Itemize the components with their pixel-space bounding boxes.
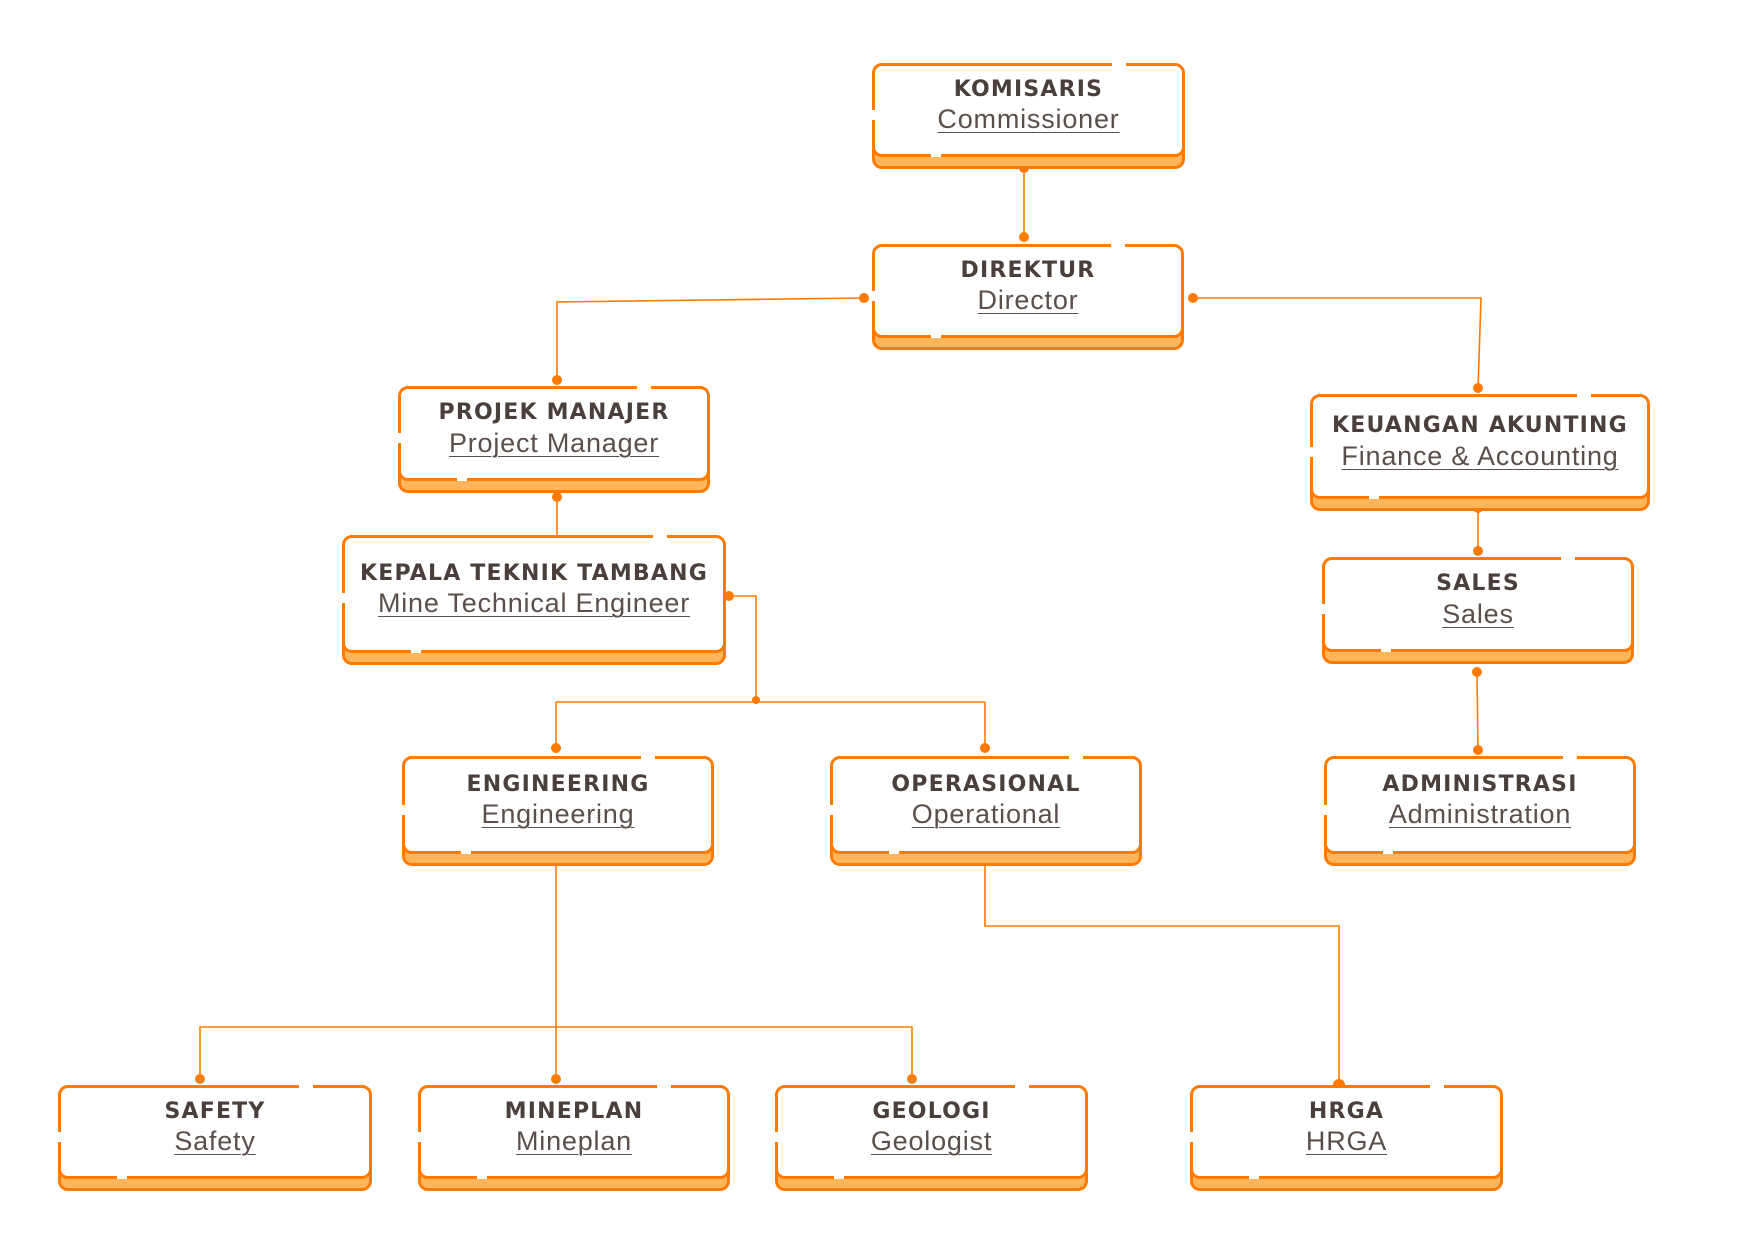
node-title: GEOLOGI bbox=[872, 1098, 991, 1124]
connector-dot bbox=[980, 743, 990, 753]
node-title: PROJEK MANAJER bbox=[438, 400, 670, 426]
connector-dot bbox=[1473, 383, 1483, 393]
node-card: OPERASIONAL Operational bbox=[830, 756, 1142, 854]
node-title: KOMISARIS bbox=[953, 76, 1104, 102]
connector-dot bbox=[752, 696, 760, 704]
connector-sales-administrasi bbox=[1476, 672, 1479, 752]
connector-dot bbox=[551, 1074, 561, 1084]
node-subtitle: Sales bbox=[1442, 598, 1514, 629]
connector-dot bbox=[859, 293, 869, 303]
node-komisaris[interactable]: KOMISARIS Commissioner bbox=[872, 63, 1185, 169]
node-card: ADMINISTRASI Administration bbox=[1324, 756, 1636, 854]
node-title: OPERASIONAL bbox=[891, 771, 1081, 797]
node-title: KEPALA TEKNIK TAMBANG bbox=[360, 560, 708, 586]
node-sales[interactable]: SALES Sales bbox=[1322, 557, 1634, 664]
connector-kepala-engineering bbox=[555, 701, 986, 749]
node-projek-manajer[interactable]: PROJEK MANAJER Project Manager bbox=[398, 386, 710, 493]
node-title: SAFETY bbox=[164, 1098, 266, 1124]
connector-kepala-branch bbox=[728, 595, 757, 702]
node-subtitle: Geologist bbox=[870, 1126, 993, 1157]
node-title: KEUANGAN AKUNTING bbox=[1332, 413, 1628, 439]
node-subtitle: Engineering bbox=[481, 799, 635, 830]
node-card: KEPALA TEKNIK TAMBANG Mine Technical Eng… bbox=[342, 535, 726, 653]
connector-dot bbox=[1473, 745, 1483, 755]
node-card: ENGINEERING Engineering bbox=[402, 756, 714, 854]
node-hrga[interactable]: HRGA HRGA bbox=[1190, 1085, 1503, 1191]
connector-dot bbox=[1019, 232, 1029, 242]
node-title: DIREKTUR bbox=[960, 257, 1096, 283]
node-subtitle: Mine Technical Engineer bbox=[377, 588, 691, 619]
node-direktur[interactable]: DIREKTUR Director bbox=[872, 244, 1184, 350]
node-keuangan-akunting[interactable]: KEUANGAN AKUNTING Finance & Accounting bbox=[1310, 394, 1650, 511]
node-card: DIREKTUR Director bbox=[872, 244, 1184, 338]
node-card: KOMISARIS Commissioner bbox=[872, 63, 1185, 157]
node-subtitle: HRGA bbox=[1305, 1126, 1388, 1157]
connector-dot bbox=[551, 743, 561, 753]
connector-dot bbox=[552, 375, 562, 385]
node-card: SAFETY Safety bbox=[58, 1085, 372, 1179]
node-kepala-teknik-tambang[interactable]: KEPALA TEKNIK TAMBANG Mine Technical Eng… bbox=[342, 535, 726, 665]
node-geologi[interactable]: GEOLOGI Geologist bbox=[775, 1085, 1088, 1191]
node-subtitle: Finance & Accounting bbox=[1341, 440, 1619, 471]
node-subtitle: Operational bbox=[911, 799, 1061, 830]
node-title: SALES bbox=[1436, 571, 1520, 597]
node-subtitle: Director bbox=[977, 285, 1079, 316]
connector-dot bbox=[1472, 667, 1482, 677]
connector-dot bbox=[1188, 293, 1198, 303]
node-title: ADMINISTRASI bbox=[1382, 771, 1578, 797]
connector-direktur-projek-manajer bbox=[556, 297, 863, 380]
node-subtitle: Safety bbox=[174, 1126, 256, 1157]
connector-dot bbox=[907, 1074, 917, 1084]
node-subtitle: Mineplan bbox=[516, 1126, 632, 1157]
node-administrasi[interactable]: ADMINISTRASI Administration bbox=[1324, 756, 1636, 866]
connector-dot bbox=[1473, 546, 1483, 556]
node-engineering[interactable]: ENGINEERING Engineering bbox=[402, 756, 714, 866]
node-card: GEOLOGI Geologist bbox=[775, 1085, 1088, 1179]
node-card: KEUANGAN AKUNTING Finance & Accounting bbox=[1310, 394, 1650, 499]
node-card: SALES Sales bbox=[1322, 557, 1634, 652]
node-title: HRGA bbox=[1308, 1098, 1385, 1124]
node-subtitle: Commissioner bbox=[937, 104, 1120, 135]
connector-dot bbox=[195, 1074, 205, 1084]
node-card: MINEPLAN Mineplan bbox=[418, 1085, 730, 1179]
node-safety[interactable]: SAFETY Safety bbox=[58, 1085, 372, 1191]
connector-direktur-keuangan bbox=[1192, 297, 1482, 390]
node-title: MINEPLAN bbox=[504, 1098, 644, 1124]
node-operasional[interactable]: OPERASIONAL Operational bbox=[830, 756, 1142, 866]
connector-engineering-branch bbox=[199, 1026, 913, 1080]
connector-operasional-hrga bbox=[984, 866, 1340, 1085]
node-subtitle: Administration bbox=[1388, 799, 1572, 830]
node-card: PROJEK MANAJER Project Manager bbox=[398, 386, 710, 481]
node-title: ENGINEERING bbox=[466, 771, 650, 797]
connector-dot bbox=[552, 492, 562, 502]
node-mineplan[interactable]: MINEPLAN Mineplan bbox=[418, 1085, 730, 1191]
node-subtitle: Project Manager bbox=[448, 427, 660, 458]
node-card: HRGA HRGA bbox=[1190, 1085, 1503, 1179]
